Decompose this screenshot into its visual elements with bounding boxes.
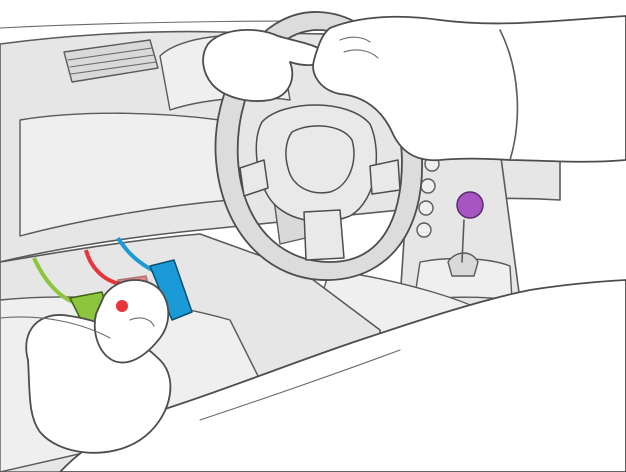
right-hand-knuckles	[339, 36, 379, 59]
foot-position-marker	[116, 300, 128, 312]
gear-stick-knob	[456, 191, 484, 219]
steering-wheel-spoke-left	[239, 159, 269, 197]
steering-wheel-center	[285, 125, 355, 194]
driver-left-hand	[202, 29, 331, 102]
footwell-shadow-line	[0, 316, 111, 339]
driver-sleeve-edge	[499, 29, 519, 161]
air-vent-slats	[67, 47, 157, 75]
brake-pedal-arm	[84, 249, 121, 286]
shoe-detail	[129, 317, 155, 327]
gear-stick-shaft	[461, 219, 465, 263]
driver-left-shoe	[93, 279, 170, 364]
gear-boot	[447, 252, 479, 277]
steering-wheel-spoke-bottom	[303, 209, 345, 261]
trouser-crease	[199, 349, 401, 421]
driver-right-arm	[312, 15, 626, 163]
steering-wheel-spoke-right	[369, 159, 401, 195]
